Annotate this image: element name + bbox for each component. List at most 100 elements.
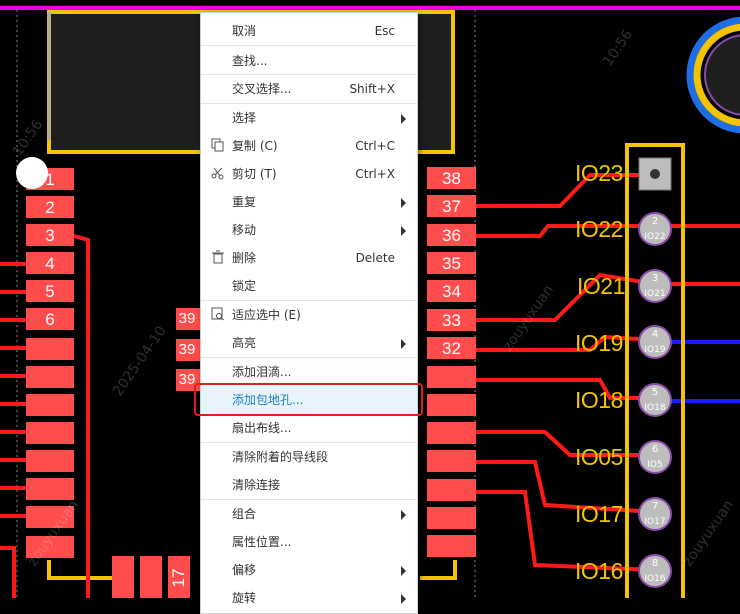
left-pads xyxy=(26,168,74,558)
net-label: IO19 xyxy=(575,330,623,356)
menu-separator xyxy=(201,103,417,104)
menu-item-label: 复制 (C) xyxy=(232,139,278,153)
trash-icon xyxy=(212,250,224,264)
header-pins xyxy=(638,157,672,588)
submenu-arrow-icon xyxy=(401,226,406,236)
menu-item-group[interactable]: 组合 xyxy=(201,500,417,528)
context-menu: 取消 Esc 查找... 交叉选择... Shift+X 选择 复制 (C) C… xyxy=(200,12,418,614)
menu-item-add-teardrop[interactable]: 添加泪滴... xyxy=(201,358,417,386)
menu-item-move[interactable]: 移动 xyxy=(201,216,417,244)
submenu-arrow-icon xyxy=(401,510,406,520)
net-label: IO21 xyxy=(577,273,625,299)
menu-item-cancel[interactable]: 取消 Esc xyxy=(201,17,417,45)
menu-item-label: 清除附着的导线段 xyxy=(232,450,329,464)
menu-separator xyxy=(201,45,417,46)
menu-item-label: 清除连接 xyxy=(232,478,281,492)
pin-header-outline xyxy=(625,143,685,598)
menu-separator xyxy=(201,74,417,75)
menu-item-highlight[interactable]: 高亮 xyxy=(201,329,417,357)
menu-item-label: 属性位置... xyxy=(232,535,292,549)
submenu-arrow-icon xyxy=(401,566,406,576)
submenu-arrow-icon xyxy=(401,594,406,604)
menu-item-select[interactable]: 选择 xyxy=(201,104,417,132)
menu-item-cut[interactable]: 剪切 (T) Ctrl+X xyxy=(201,160,417,188)
svg-text:6: 6 xyxy=(652,444,658,455)
net-label: IO16 xyxy=(575,558,623,584)
svg-text:IO22: IO22 xyxy=(644,232,665,242)
menu-item-clear-connection[interactable]: 清除连接 xyxy=(201,471,417,499)
menu-item-label: 锁定 xyxy=(232,279,257,293)
menu-item-label: 适应选中 (E) xyxy=(232,308,301,322)
menu-item-label: 移动 xyxy=(232,223,257,237)
menu-item-label: 取消 xyxy=(232,24,257,38)
net-label: IO18 xyxy=(575,387,623,413)
submenu-arrow-icon xyxy=(401,198,406,208)
menu-item-label: 剪切 (T) xyxy=(232,167,277,181)
module-silkscreen xyxy=(420,560,457,580)
svg-text:IO17: IO17 xyxy=(644,517,665,527)
cursor-marker xyxy=(16,157,48,189)
module-silkscreen xyxy=(47,560,112,580)
svg-text:5: 5 xyxy=(652,387,658,398)
menu-item-shortcut: Delete xyxy=(355,251,395,265)
menu-item-offset[interactable]: 偏移 xyxy=(201,556,417,584)
menu-item-lock[interactable]: 锁定 xyxy=(201,272,417,300)
right-pads xyxy=(427,167,476,557)
svg-text:2: 2 xyxy=(652,216,658,227)
svg-text:IO18: IO18 xyxy=(644,403,665,413)
menu-item-rotate[interactable]: 旋转 xyxy=(201,584,417,612)
svg-text:IO21: IO21 xyxy=(644,289,665,299)
menu-item-label: 删除 xyxy=(232,251,257,265)
menu-item-label: 查找... xyxy=(232,54,268,68)
submenu-arrow-icon xyxy=(401,114,406,124)
svg-text:7: 7 xyxy=(652,501,658,512)
menu-item-shortcut: Ctrl+C xyxy=(355,139,395,153)
header-pin-labels: 2 IO22 3 IO21 4 IO19 5 IO18 6 IO5 7 IO17… xyxy=(644,216,665,584)
blue-tracks xyxy=(668,340,740,403)
menu-item-fit-selection[interactable]: 适应选中 (E) xyxy=(201,301,417,329)
scissors-icon xyxy=(211,167,224,180)
menu-separator xyxy=(201,442,417,443)
svg-text:4: 4 xyxy=(652,329,658,340)
menu-item-label: 重复 xyxy=(232,195,257,209)
svg-text:3: 3 xyxy=(652,273,658,284)
menu-item-repeat[interactable]: 重复 xyxy=(201,188,417,216)
menu-item-delete[interactable]: 删除 Delete xyxy=(201,244,417,272)
mounting-hole xyxy=(686,16,740,134)
zoom-fit-icon xyxy=(211,307,225,321)
left-tracks xyxy=(0,234,90,598)
svg-text:8: 8 xyxy=(652,558,658,569)
menu-item-copy[interactable]: 复制 (C) Ctrl+C xyxy=(201,132,417,160)
menu-item-find[interactable]: 查找... xyxy=(201,47,417,75)
menu-item-clear-attached-tracks[interactable]: 清除附着的导线段 xyxy=(201,443,417,471)
menu-item-shortcut: Esc xyxy=(374,24,395,38)
bottom-pads xyxy=(112,556,190,598)
middle-pads xyxy=(176,308,200,391)
menu-item-label: 组合 xyxy=(232,507,257,521)
menu-item-label: 添加泪滴... xyxy=(232,365,292,379)
submenu-arrow-icon xyxy=(401,339,406,349)
menu-item-label: 选择 xyxy=(232,111,257,125)
menu-separator xyxy=(201,300,417,301)
net-label: IO05 xyxy=(575,444,623,470)
net-label: IO23 xyxy=(575,160,623,186)
net-label: IO17 xyxy=(575,501,623,527)
menu-item-label: 偏移 xyxy=(232,563,257,577)
menu-item-label: 高亮 xyxy=(232,336,257,350)
copy-icon xyxy=(211,138,224,152)
menu-item-attribute-position[interactable]: 属性位置... xyxy=(201,528,417,556)
svg-text:IO19: IO19 xyxy=(644,345,665,355)
menu-item-shortcut: Shift+X xyxy=(349,82,395,96)
menu-item-label: 扇出布线... xyxy=(232,421,292,435)
svg-text:IO16: IO16 xyxy=(644,574,665,584)
menu-item-label: 交叉选择... xyxy=(232,82,292,96)
menu-item-label: 旋转 xyxy=(232,591,257,605)
menu-item-label: 添加包地孔... xyxy=(232,393,304,407)
menu-item-shortcut: Ctrl+X xyxy=(355,167,395,181)
menu-item-fanout[interactable]: 扇出布线... xyxy=(201,414,417,442)
svg-text:IO5: IO5 xyxy=(647,460,662,470)
menu-item-cross-select[interactable]: 交叉选择... Shift+X xyxy=(201,75,417,103)
menu-item-add-stitching-via[interactable]: 添加包地孔... xyxy=(201,386,417,414)
menu-separator xyxy=(201,357,417,358)
annotation-highlight-box xyxy=(194,383,423,416)
